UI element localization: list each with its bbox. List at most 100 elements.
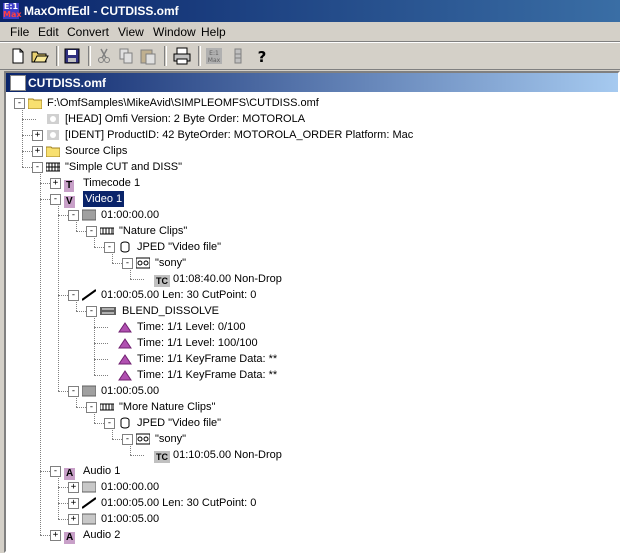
tree-connector bbox=[58, 487, 72, 488]
tree-node[interactable]: +01:00:05.00 Len: 30 CutPoint: 0 bbox=[6, 495, 606, 511]
print-icon[interactable] bbox=[172, 46, 192, 66]
menu-window[interactable]: Window bbox=[153, 25, 196, 39]
collapse-icon[interactable]: - bbox=[68, 386, 79, 397]
paste-icon[interactable] bbox=[138, 46, 158, 66]
app-icon[interactable]: E:1 Max bbox=[3, 2, 22, 19]
tree-node[interactable]: -01:00:00.00 bbox=[6, 207, 606, 223]
tree-node-label: F:\OmfSamples\MikeAvid\SIMPLEOMFS\CUTDIS… bbox=[47, 97, 319, 109]
tree-node[interactable]: -"sony" bbox=[6, 255, 606, 271]
new-file-icon[interactable] bbox=[8, 46, 28, 66]
menu-convert[interactable]: Convert bbox=[67, 25, 110, 39]
expand-icon[interactable]: + bbox=[50, 178, 61, 189]
expand-icon[interactable]: + bbox=[68, 514, 79, 525]
tree-node-label: [HEAD] Omfi Version: 2 Byte Order: MOTOR… bbox=[65, 113, 306, 125]
tree-node[interactable]: +01:00:00.00 bbox=[6, 479, 606, 495]
tree-node[interactable]: Time: 1/1 Level: 0/100 bbox=[6, 319, 606, 335]
collapse-icon[interactable]: - bbox=[68, 290, 79, 301]
tree-node[interactable]: - JPED "Video file" bbox=[6, 239, 606, 255]
help-icon[interactable]: ? bbox=[252, 46, 272, 66]
collapse-icon[interactable]: - bbox=[122, 434, 133, 445]
document-titlebar: CUTDISS.omf bbox=[6, 73, 618, 92]
copy-icon[interactable] bbox=[116, 46, 136, 66]
effect-icon bbox=[100, 305, 116, 317]
expand-icon[interactable]: + bbox=[32, 130, 43, 141]
tree-node[interactable]: +01:00:05.00 bbox=[6, 511, 606, 527]
expand-icon[interactable]: + bbox=[68, 482, 79, 493]
composition-icon bbox=[45, 161, 61, 173]
svg-text:E:1: E:1 bbox=[209, 50, 219, 57]
edl-icon[interactable] bbox=[228, 46, 248, 66]
collapse-icon[interactable]: - bbox=[32, 162, 43, 173]
tree-node[interactable]: - F:\OmfSamples\MikeAvid\SIMPLEOMFS\CUTDI… bbox=[6, 95, 606, 111]
audio-track-icon: A bbox=[64, 465, 78, 480]
tape-icon bbox=[135, 257, 151, 269]
tree-node-label: JPED "Video file" bbox=[137, 417, 222, 429]
audio-track-icon: A bbox=[64, 529, 78, 544]
tree-node[interactable]: - "Nature Clips" bbox=[6, 223, 606, 239]
expand-icon[interactable]: + bbox=[68, 498, 79, 509]
omf-document-icon[interactable] bbox=[10, 75, 26, 91]
menu-file[interactable]: File bbox=[10, 25, 30, 39]
collapse-icon[interactable]: - bbox=[122, 258, 133, 269]
svg-text:?: ? bbox=[258, 48, 267, 66]
menu-edit[interactable]: Edit bbox=[38, 25, 59, 39]
menu-help[interactable]: Help bbox=[201, 25, 226, 39]
omf-tree-view[interactable]: - F:\OmfSamples\MikeAvid\SIMPLEOMFS\CUTDI… bbox=[6, 92, 618, 551]
menu-view[interactable]: View bbox=[118, 25, 144, 39]
tree-node[interactable]: [HEAD] Omfi Version: 2 Byte Order: MOTOR… bbox=[6, 111, 606, 127]
tree-node-label: "More Nature Clips" bbox=[119, 401, 216, 413]
window-title: MaxOmfEdl - CUTDISS.omf bbox=[24, 4, 179, 18]
tree-connector bbox=[130, 443, 131, 455]
open-folder-icon[interactable] bbox=[30, 46, 50, 66]
filmstrip-icon bbox=[99, 401, 115, 413]
collapse-icon[interactable]: - bbox=[50, 466, 61, 477]
tree-node[interactable]: -"sony" bbox=[6, 431, 606, 447]
collapse-icon[interactable]: - bbox=[50, 194, 61, 205]
app-icon-top: E:1 bbox=[3, 2, 19, 11]
tree-node[interactable]: - "More Nature Clips" bbox=[6, 399, 606, 415]
tree-node[interactable]: Time: 1/1 Level: 100/100 bbox=[6, 335, 606, 351]
collapse-icon[interactable]: - bbox=[68, 210, 79, 221]
tree-node-label: Time: 1/1 KeyFrame Data: ** bbox=[137, 369, 278, 381]
tree-node[interactable]: -"Simple CUT and DISS" bbox=[6, 159, 606, 175]
folder-icon bbox=[27, 97, 43, 110]
tree-node-label: 01:00:00.00 bbox=[101, 481, 160, 493]
tree-node-label: Time: 1/1 Level: 100/100 bbox=[137, 337, 258, 349]
tree-node[interactable]: -01:00:05.00 bbox=[6, 383, 606, 399]
gray-node-icon bbox=[46, 113, 60, 125]
collapse-icon[interactable]: - bbox=[104, 242, 115, 253]
collapse-icon[interactable]: - bbox=[86, 226, 97, 237]
save-icon[interactable] bbox=[62, 46, 82, 66]
svg-text:Max: Max bbox=[208, 57, 221, 64]
cut-icon[interactable] bbox=[94, 46, 114, 66]
tree-node-label: Time: 1/1 KeyFrame Data: ** bbox=[137, 353, 278, 365]
keyframe-icon bbox=[118, 321, 132, 333]
tree-connector bbox=[58, 203, 59, 391]
collapse-icon[interactable]: - bbox=[104, 418, 115, 429]
tree-node[interactable]: Time: 1/1 KeyFrame Data: ** bbox=[6, 351, 606, 367]
tree-connector bbox=[76, 395, 77, 407]
tree-node-label: 01:10:05.00 Non-Drop bbox=[173, 449, 282, 461]
tree-node[interactable]: +Source Clips bbox=[6, 143, 606, 159]
expand-icon[interactable]: + bbox=[32, 146, 43, 157]
tree-node-label: JPED "Video file" bbox=[137, 241, 222, 253]
tree-node[interactable]: Time: 1/1 KeyFrame Data: ** bbox=[6, 367, 606, 383]
tree-connector bbox=[58, 519, 72, 520]
tree-node[interactable]: -01:00:05.00 Len: 30 CutPoint: 0 bbox=[6, 287, 606, 303]
tree-node[interactable]: +[IDENT] ProductID: 42 ByteOrder: MOTORO… bbox=[6, 127, 606, 143]
collapse-icon[interactable]: - bbox=[86, 402, 97, 413]
expand-icon[interactable]: + bbox=[50, 530, 61, 541]
tree-node[interactable]: - JPED "Video file" bbox=[6, 415, 606, 431]
collapse-icon[interactable]: - bbox=[14, 98, 25, 109]
tree-connector bbox=[22, 107, 23, 167]
collapse-icon[interactable]: - bbox=[86, 306, 97, 317]
tree-node[interactable]: -BLEND_DISSOLVE bbox=[6, 303, 606, 319]
tree-node-label: "Nature Clips" bbox=[119, 225, 188, 237]
